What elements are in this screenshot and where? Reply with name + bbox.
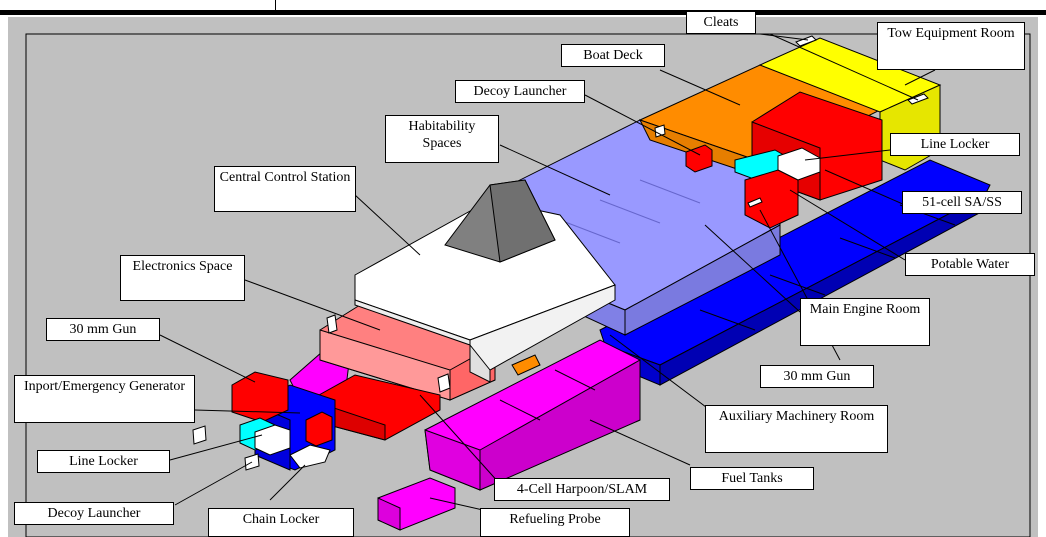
label-decoy-launcher-top: Decoy Launcher (455, 80, 585, 103)
label-potable-water: Potable Water (905, 253, 1035, 276)
label-fuel-tanks: Fuel Tanks (690, 467, 814, 490)
label-51-cell: 51-cell SA/SS (902, 191, 1022, 214)
label-boat-deck: Boat Deck (561, 44, 665, 67)
label-30mm-gun-left: 30 mm Gun (46, 318, 160, 341)
label-refueling-probe: Refueling Probe (480, 508, 630, 537)
label-auxiliary-machinery-room: Auxiliary Machinery Room (705, 405, 888, 453)
label-decoy-launcher-bottom: Decoy Launcher (14, 502, 174, 525)
label-inport-emergency-generator: Inport/Emergency Generator (14, 375, 195, 423)
label-main-engine-room: Main Engine Room (800, 298, 930, 346)
label-4-cell-harpoon-slam: 4-Cell Harpoon/SLAM (494, 478, 670, 501)
label-chain-locker: Chain Locker (208, 508, 354, 537)
label-electronics-space: Electronics Space (120, 255, 245, 301)
label-habitability-spaces: Habitability Spaces (385, 115, 499, 163)
label-cleats: Cleats (686, 11, 756, 34)
label-tow-equipment-room: Tow Equipment Room (877, 22, 1025, 70)
label-central-control-station: Central Control Station (214, 166, 356, 212)
label-line-locker-top: Line Locker (890, 133, 1020, 156)
label-30mm-gun-right: 30 mm Gun (760, 365, 874, 388)
label-line-locker-bottom: Line Locker (37, 450, 170, 473)
